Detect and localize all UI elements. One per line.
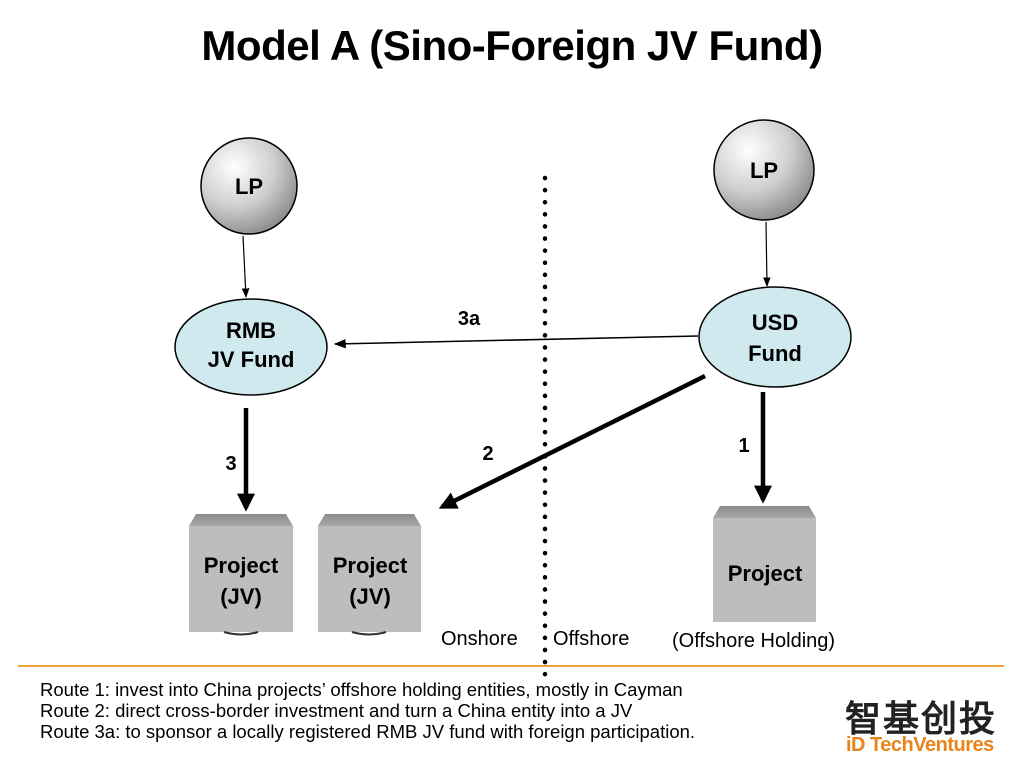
project-jv-box-1: Project (JV): [189, 514, 293, 636]
route-2-description: Route 2: direct cross-border investment …: [40, 700, 633, 721]
route-2-arrow: [438, 373, 707, 510]
rmb-jv-fund-node: RMB JV Fund: [174, 298, 328, 396]
logo-english-text: iD TechVentures: [846, 734, 994, 756]
page-title: Model A (Sino-Foreign JV Fund): [201, 22, 823, 69]
usd-fund-label-line2: Fund: [748, 341, 802, 366]
project-jv-2-label-line2: (JV): [349, 584, 391, 609]
project-jv-box-2: Project (JV): [318, 514, 421, 636]
lp-right-node: LP: [713, 119, 815, 221]
usd-fund-label-line1: USD: [752, 310, 798, 335]
lp-right-label: LP: [750, 158, 778, 183]
logo-chinese-text: 智基创投: [845, 699, 998, 740]
route-1-description: Route 1: invest into China projects’ off…: [40, 679, 683, 700]
usd-fund-node: USD Fund: [698, 286, 852, 388]
onshore-label: Onshore: [441, 628, 518, 650]
lp-left-label: LP: [235, 174, 263, 199]
routes-legend: Route 1: invest into China projects’ off…: [40, 679, 695, 742]
lp-left-node: LP: [200, 137, 298, 235]
lp-left-to-rmb-fund-arrow: [241, 235, 250, 298]
route-3a-description: Route 3a: to sponsor a locally registere…: [40, 721, 696, 742]
offshore-holding-label: (Offshore Holding): [672, 630, 836, 652]
route-3a-arrow: [333, 335, 699, 349]
route-1-label: 1: [738, 435, 749, 457]
project-jv-2-label-line1: Project: [333, 553, 408, 578]
project-jv-1-label-line2: (JV): [220, 584, 262, 609]
rmb-fund-label-line1: RMB: [226, 318, 276, 343]
project-offshore-label: Project: [728, 561, 803, 586]
rmb-fund-label-line2: JV Fund: [208, 347, 295, 372]
lp-right-to-usd-fund-arrow: [763, 221, 771, 287]
route-3a-label: 3a: [458, 308, 481, 330]
route-3-label: 3: [225, 453, 236, 475]
project-jv-1-label-line1: Project: [204, 553, 279, 578]
route-2-label: 2: [482, 443, 493, 465]
footer-divider: [18, 665, 1004, 667]
offshore-label: Offshore: [553, 628, 630, 650]
project-offshore-box: Project: [713, 506, 816, 622]
